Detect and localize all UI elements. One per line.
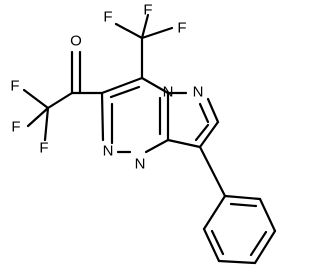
bond — [109, 85, 141, 99]
bond — [206, 97, 220, 124]
bond — [140, 13, 150, 40]
fluorine-label: F — [103, 9, 112, 26]
nitrogen-label: N — [163, 84, 174, 101]
bond — [202, 194, 227, 231]
bond — [258, 197, 277, 233]
fluorine-label: F — [39, 140, 48, 157]
bond — [100, 76, 144, 95]
bond — [217, 259, 257, 265]
bond — [194, 123, 210, 142]
nitrogen-label: N — [193, 84, 204, 101]
fluorine-label: F — [10, 78, 19, 95]
bond — [229, 202, 258, 208]
fluorine-label: F — [11, 119, 20, 136]
bond — [249, 230, 268, 257]
bond — [166, 138, 202, 149]
bond — [198, 102, 210, 124]
bond — [140, 76, 170, 95]
bond — [114, 22, 144, 40]
bond — [223, 194, 262, 201]
bond — [198, 120, 220, 149]
bond — [210, 229, 225, 256]
fluorine-label: F — [143, 2, 152, 19]
chemical-structure: F F F O F F F N N N N — [10, 2, 277, 265]
molecule-drawing: F F F O F F F N N N N — [10, 2, 277, 265]
bond — [22, 88, 50, 110]
bond — [46, 91, 74, 110]
bond — [26, 106, 50, 128]
fluorine-label: F — [177, 20, 186, 37]
bond — [140, 26, 174, 40]
bond — [198, 145, 227, 198]
bond — [253, 229, 277, 265]
bond — [100, 91, 105, 142]
bond — [144, 138, 170, 154]
bond — [202, 227, 221, 263]
bond — [43, 106, 50, 142]
oxygen-label: O — [70, 33, 82, 50]
nitrogen-label: N — [103, 143, 114, 160]
nitrogen-label: N — [135, 156, 146, 173]
